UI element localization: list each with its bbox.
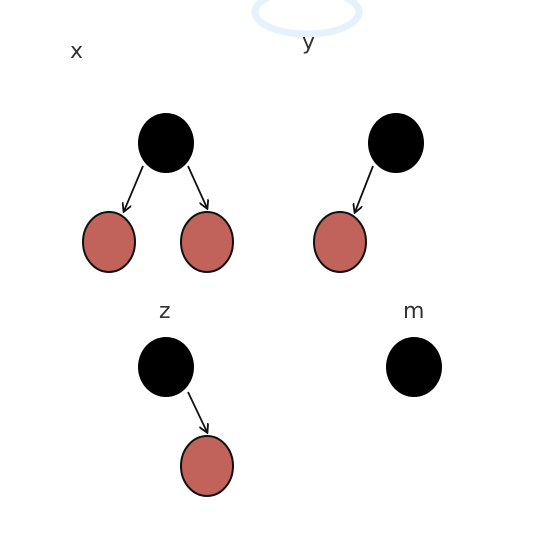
node-z-root-black	[138, 337, 194, 397]
node-z-right-red	[180, 435, 234, 497]
node-y-root-black	[368, 113, 424, 173]
node-y-left-red	[313, 211, 367, 273]
tree-x-label: x	[70, 39, 83, 64]
edge-z-right	[187, 391, 207, 432]
edge-y-left	[355, 165, 374, 212]
node-x-root-black	[138, 113, 194, 173]
tree-y: y	[302, 30, 424, 273]
tree-m-label: m	[403, 299, 424, 324]
node-x-left-red	[82, 211, 136, 273]
node-m-root-black	[386, 337, 442, 397]
watermark-logo	[251, 0, 363, 38]
tree-x: x	[70, 39, 234, 273]
edge-x-right	[187, 165, 207, 208]
edge-x-left	[124, 165, 144, 211]
tree-y-label: y	[302, 30, 315, 55]
tree-m: m	[386, 299, 442, 397]
tree-z-label: z	[159, 299, 171, 324]
node-x-right-red	[180, 211, 234, 273]
tree-z: z	[138, 299, 234, 497]
